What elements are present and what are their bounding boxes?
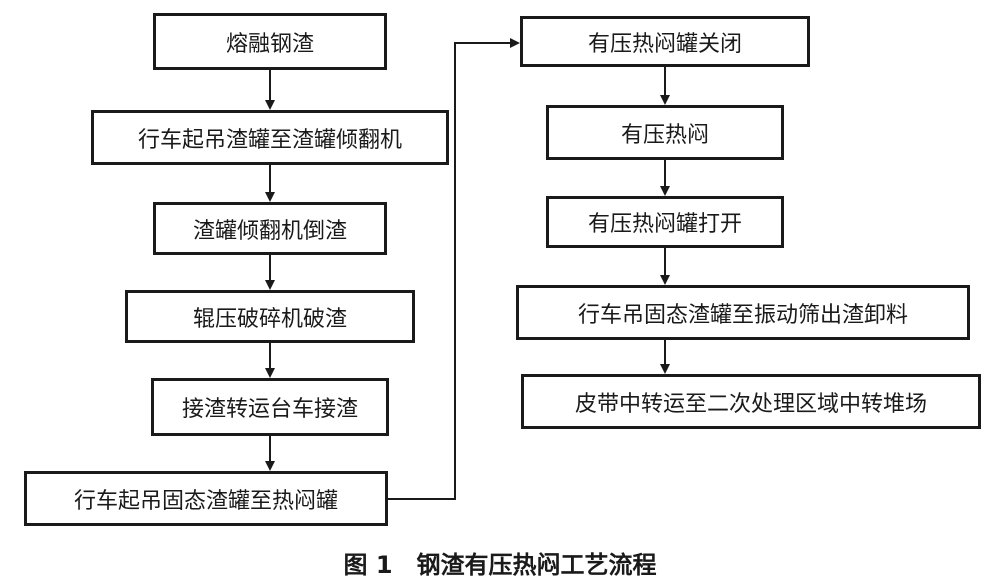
- step-crane-lift-to-tank: 行车起吊固态渣罐至热闷罐: [24, 471, 388, 526]
- figure-number: 图 1: [343, 551, 393, 579]
- step-label: 渣罐倾翻机倒渣: [192, 218, 347, 244]
- step-label: 接渣转运台车接渣: [181, 397, 358, 422]
- figure-caption: 图 1 钢渣有压热闷工艺流程: [0, 545, 1000, 580]
- step-screen-discharge: 行车吊固态渣罐至振动筛出渣卸料: [516, 285, 970, 340]
- step-molten-slag: 熔融钢渣: [153, 13, 387, 70]
- step-belt-transfer: 皮带中转运至二次处理区域中转堆场: [521, 374, 981, 429]
- step-label: 行车起吊固态渣罐至热闷罐: [73, 488, 338, 514]
- step-label: 有压热闷: [620, 122, 709, 148]
- step-transfer-cart: 接渣转运台车接渣: [151, 378, 389, 436]
- step-tank-close: 有压热闷罐关闭: [520, 16, 810, 67]
- step-label: 熔融钢渣: [225, 31, 314, 57]
- step-label: 有压热闷罐关闭: [587, 31, 742, 57]
- step-crane-lift-to-tipper: 行车起吊渣罐至渣罐倾翻机: [91, 110, 449, 165]
- step-label: 行车起吊渣罐至渣罐倾翻机: [137, 127, 402, 153]
- step-tipper-pour: 渣罐倾翻机倒渣: [153, 202, 387, 255]
- step-label: 辊压破碎机破渣: [192, 306, 347, 332]
- step-label: 有压热闷罐打开: [587, 212, 742, 237]
- figure-title: 钢渣有压热闷工艺流程: [416, 551, 657, 579]
- step-pressure-steaming: 有压热闷: [546, 105, 784, 160]
- step-label: 行车吊固态渣罐至振动筛出渣卸料: [577, 302, 908, 328]
- arrow-connector: [388, 38, 520, 500]
- step-tank-open: 有压热闷罐打开: [546, 196, 784, 248]
- step-roller-crush: 辊压破碎机破渣: [125, 290, 415, 343]
- step-label: 皮带中转运至二次处理区域中转堆场: [574, 391, 927, 417]
